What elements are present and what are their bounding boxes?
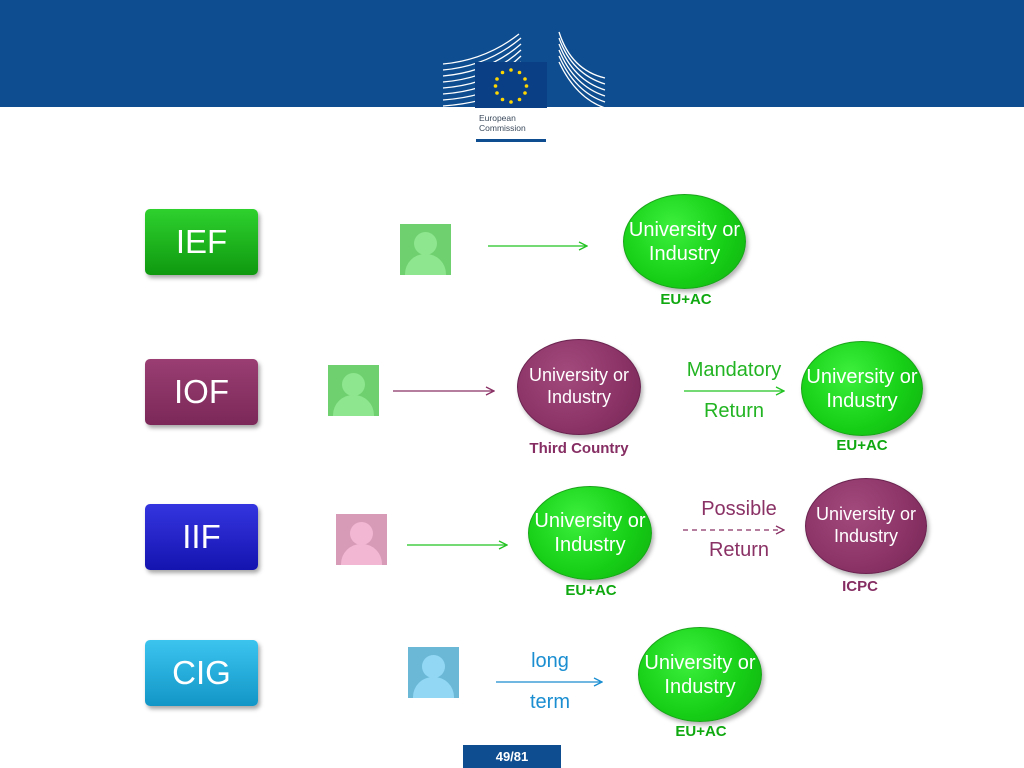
- iof-host-region: Third Country: [529, 440, 629, 457]
- iof-return-region: EU+AC: [836, 437, 888, 454]
- page-number: 49/81: [463, 745, 561, 768]
- iof-host-circle: University or Industry: [517, 339, 641, 435]
- eu-stars-icon: [493, 68, 529, 104]
- iof-return-label: University or Industry: [806, 365, 918, 412]
- researcher-avatar-icon: [400, 224, 451, 275]
- iof-return-circle: University or Industry: [801, 341, 923, 436]
- iif-host-circle: University or Industry: [528, 486, 652, 580]
- iif-arrow-bottom-label: Return: [708, 539, 770, 561]
- cig-host-circle: University or Industry: [638, 627, 762, 722]
- iif-return-circle: University or Industry: [805, 478, 927, 574]
- cig-host-label: University or Industry: [644, 651, 756, 698]
- cig-arrow-bottom-label: term: [530, 691, 570, 713]
- iif-arrow-top-label: Possible: [701, 498, 777, 520]
- ief-host-circle: University or Industry: [623, 194, 746, 289]
- cig-host-region: EU+AC: [675, 723, 727, 740]
- logo-underline: [476, 139, 546, 142]
- researcher-avatar-icon: [328, 365, 379, 416]
- iof-arrow-bottom-label: Return: [703, 400, 765, 422]
- scheme-label-iof: IOF: [174, 373, 229, 410]
- logo-line-1: European: [479, 113, 516, 123]
- cig-arrow-top-label: long: [531, 650, 569, 672]
- iif-host-label: University or Industry: [534, 510, 646, 556]
- iif-return-region: ICPC: [842, 578, 878, 595]
- ief-host-region: EU+AC: [660, 291, 712, 308]
- scheme-label-ief: IEF: [175, 223, 228, 260]
- logo-line-2: Commission: [479, 123, 526, 133]
- iif-host-region: EU+AC: [565, 582, 617, 599]
- scheme-box-iof: IOF: [145, 359, 258, 425]
- scheme-box-ief: IEF: [145, 209, 258, 275]
- ief-host-label: University or Industry: [628, 218, 741, 265]
- researcher-avatar-icon: [408, 647, 459, 698]
- scheme-box-iif: IIF: [145, 504, 258, 570]
- scheme-box-cig: CIG: [145, 640, 258, 706]
- iif-return-label: University or Industry: [815, 504, 917, 546]
- iof-host-label: University or Industry: [528, 365, 630, 407]
- ec-logo-label: European Commission: [476, 110, 546, 142]
- iof-arrow-top-label: Mandatory: [686, 359, 782, 381]
- scheme-label-cig: CIG: [172, 654, 231, 691]
- scheme-label-iif: IIF: [182, 518, 221, 555]
- researcher-avatar-icon: [336, 514, 387, 565]
